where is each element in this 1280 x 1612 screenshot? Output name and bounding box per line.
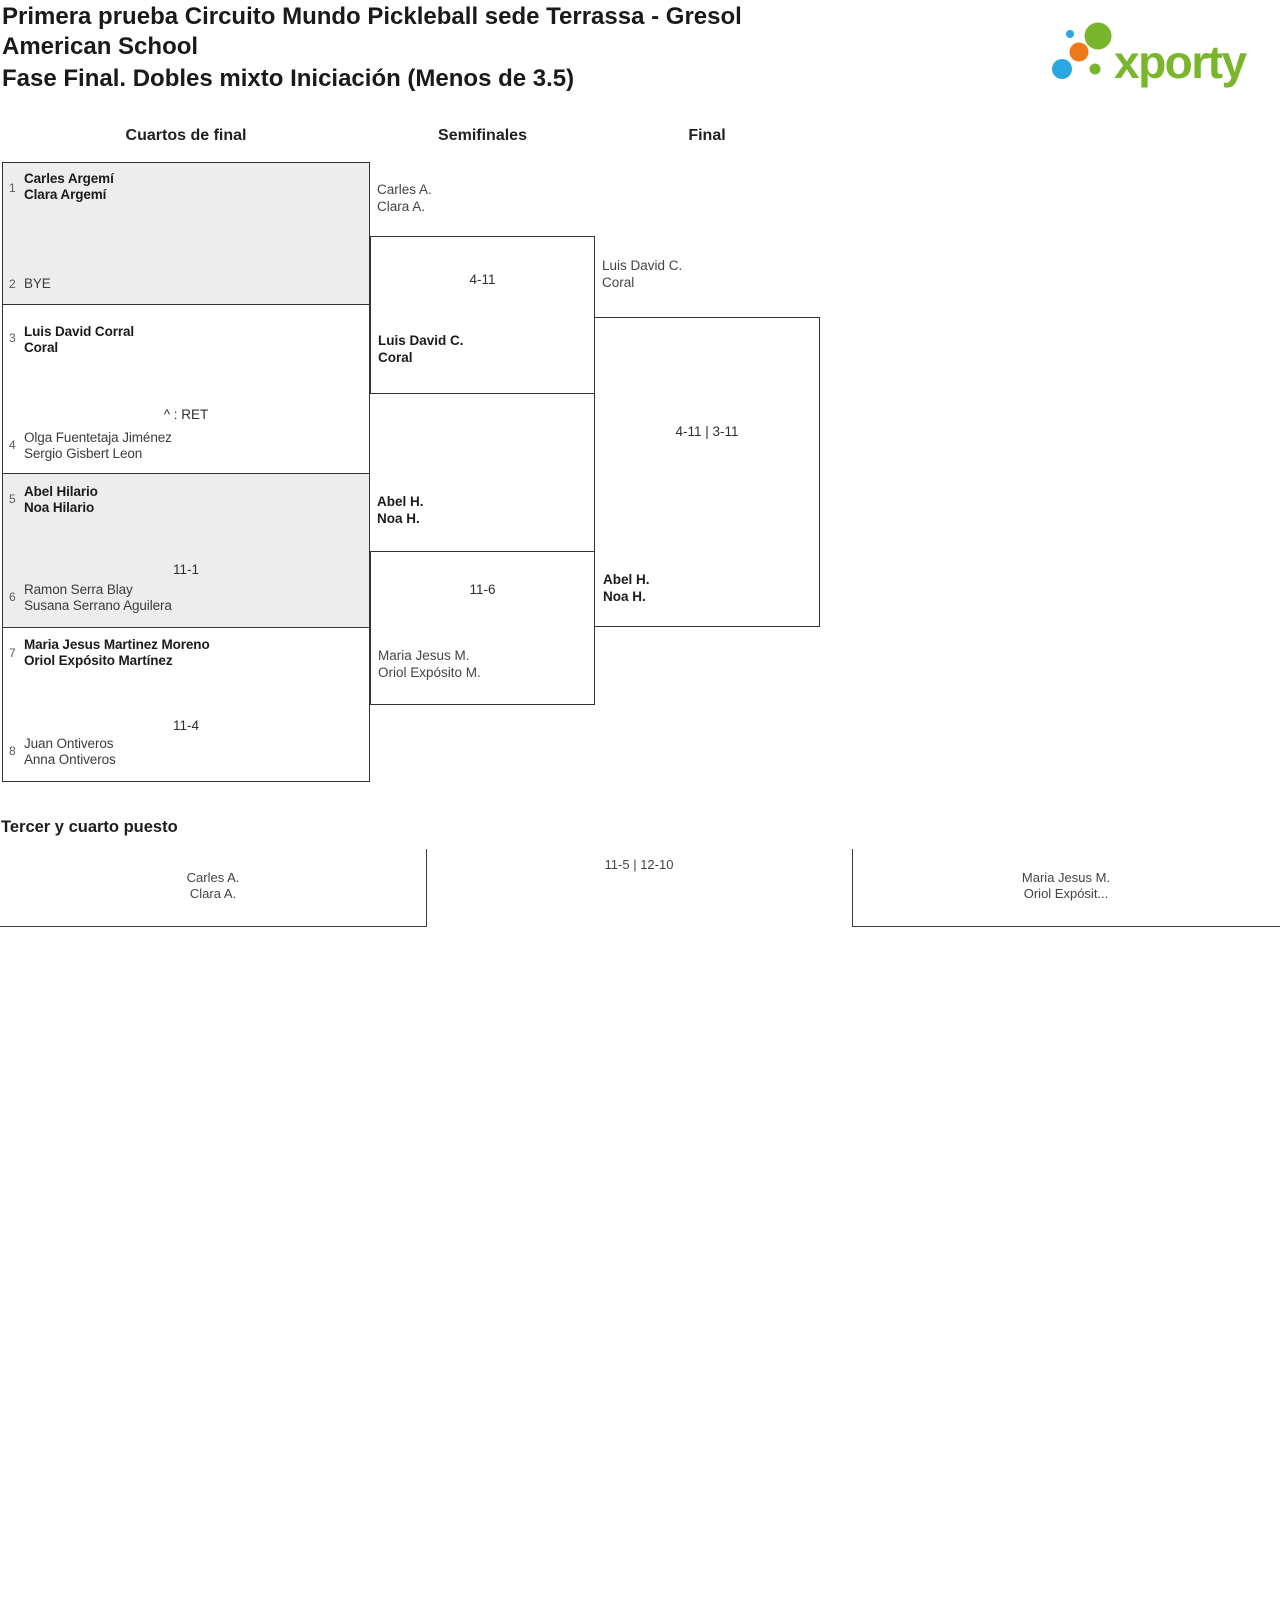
logo-dot-small-green [1089,63,1101,75]
round-header-semifinals: Semifinales [438,127,527,144]
page-title-line1: Primera prueba Circuito Mundo Pickleball… [2,3,742,30]
seed-number: 2 [9,277,16,291]
seed-number: 5 [9,492,16,506]
team-name: Abel H. Noa H. [603,572,650,604]
team-name: Maria Jesus M. Oriol Expósit... [1021,870,1111,901]
third-place-heading: Tercer y cuarto puesto [1,818,178,836]
team-name: Ramon Serra Blay Susana Serrano Aguilera [24,582,172,613]
xporty-logo[interactable]: xporty [1040,6,1280,92]
final-match: 4-11 | 3-11 Abel H. Noa H. [594,317,820,627]
team-name: Juan Ontiveros Anna Ontiveros [24,736,116,767]
team-name: Carles A. Clara A. [186,870,240,901]
round-header-final: Final [688,127,726,144]
qf-match-3: 5 Abel Hilario Noa Hilario 11-1 6 Ramon … [2,473,370,628]
third-place-riser-left [426,849,427,927]
sf-match-2: 11-6 Maria Jesus M. Oriol Expósito M. [370,551,595,705]
match-score: 11-4 [172,718,200,733]
sf-match-1: 4-11 Luis David C. Coral [370,236,595,394]
team-name: Maria Jesus Martinez Moreno Oriol Expósi… [24,637,210,668]
logo-dot-small-blue [1066,30,1074,38]
team-name: BYE [24,276,51,291]
seed-number: 8 [9,744,16,758]
logo-dot-orange [1069,42,1089,62]
match-score: 11-5 | 12-10 [604,857,674,872]
page-subtitle: Fase Final. Dobles mixto Iniciación (Men… [2,65,575,92]
logo-dot-big-green [1084,22,1112,50]
match-score: 4-11 [469,272,496,287]
team-name: Abel Hilario Noa Hilario [24,484,98,515]
seed-number: 3 [9,331,16,345]
team-name: Carles A. Clara A. [377,182,432,214]
seed-number: 4 [9,438,16,452]
match-score: ^ : RET [163,407,209,422]
team-name: Luis David C. Coral [378,333,464,365]
logo-dot-big-blue [1052,59,1072,79]
team-name: Maria Jesus M. Oriol Expósito M. [378,648,481,680]
third-place-line-left [0,926,426,927]
qf-match-4: 7 Maria Jesus Martinez Moreno Oriol Expó… [2,627,370,782]
qf-match-2: 3 Luis David Corral Coral ^ : RET 4 Olga… [2,304,370,474]
logo-text: xporty [1114,36,1248,88]
team-name: Luis David C. Coral [602,258,683,290]
qf-match-1: 1 Carles Argemí Clara Argemí 2 BYE [2,162,370,305]
page-title-line2: American School [2,33,199,60]
seed-number: 6 [9,590,16,604]
seed-number: 1 [9,181,16,195]
match-score: 11-6 [469,582,496,597]
match-score: 4-11 | 3-11 [675,424,739,439]
seed-number: 7 [9,646,16,660]
team-name: Abel H. Noa H. [377,494,424,526]
round-header-quarterfinals: Cuartos de final [125,127,247,144]
third-place-riser-right [852,849,853,927]
team-name: Olga Fuentetaja Jiménez Sergio Gisbert L… [24,430,172,461]
team-name: Luis David Corral Coral [24,324,135,355]
team-name: Carles Argemí Clara Argemí [24,171,114,202]
third-place-line-right [852,926,1280,927]
match-score: 11-1 [172,562,200,577]
